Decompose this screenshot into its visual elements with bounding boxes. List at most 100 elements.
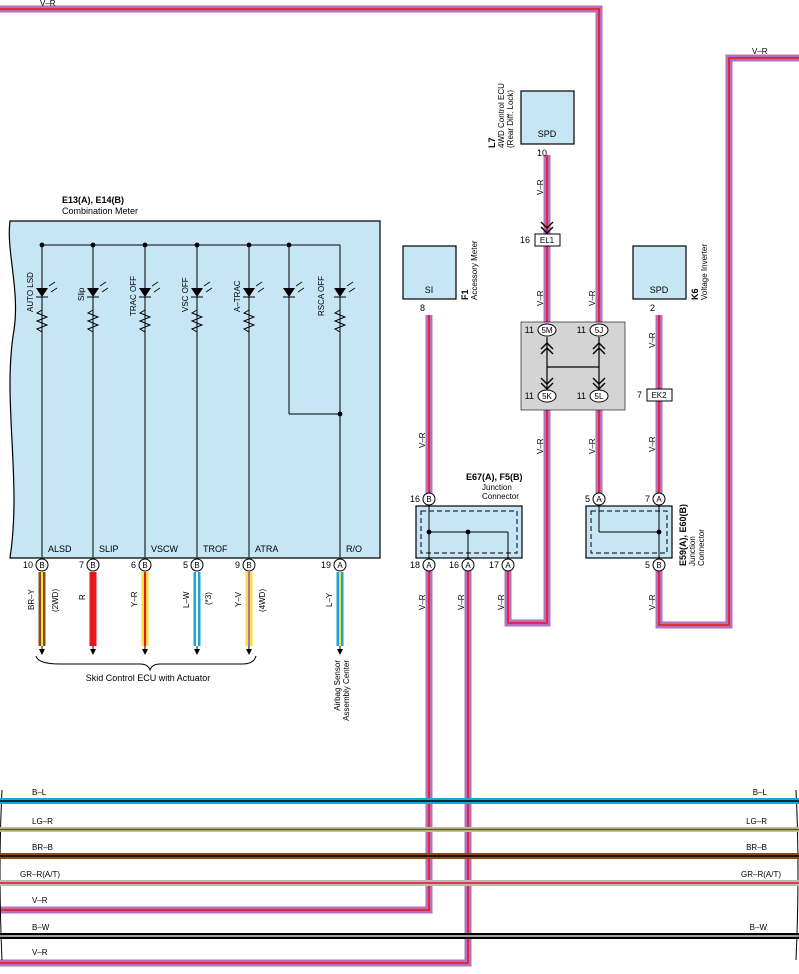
svg-text:17: 17: [489, 560, 499, 570]
svg-text:B: B: [90, 561, 95, 570]
svg-text:BR–B: BR–B: [32, 843, 53, 852]
lamp-slip: Slip: [77, 242, 109, 557]
svg-text:B–W: B–W: [750, 923, 768, 932]
meter-code: E13(A), E14(B): [62, 195, 124, 205]
svg-text:7: 7: [645, 494, 650, 504]
wire-label-right-vr: V–R: [752, 47, 768, 56]
bus-gr-r: GR–R(A/T) GR–R(A/T): [0, 870, 799, 886]
svg-text:11: 11: [577, 391, 586, 401]
wire-label-trof: L–W: [182, 591, 191, 608]
lamp-ro-line: [333, 245, 356, 557]
svg-text:11: 11: [577, 325, 586, 335]
svg-text:A: A: [656, 495, 662, 504]
wire-label-ro: L–Y: [325, 592, 334, 607]
junction-block: 5M 5J 5K 5L 11 11 11 11: [520, 321, 626, 411]
svg-text:5L: 5L: [595, 392, 604, 401]
ecu-4wd-sub: (Rear Diff. Lock): [506, 90, 515, 148]
output-label-slip: SLIP: [99, 544, 119, 554]
wire-label-slip: R: [78, 594, 87, 600]
svg-text:11: 11: [525, 325, 534, 335]
bus-lines: B–L B–L LG–R LG–R BR–B BR–B GR–R(A/T) GR…: [0, 788, 799, 961]
lamp-trac-off: TRAC OFF: [129, 242, 161, 557]
svg-text:LG–R: LG–R: [746, 817, 767, 826]
lamp-vsc-off: VSC OFF: [181, 242, 213, 557]
pin-slip: B 7: [79, 558, 100, 572]
svg-text:B–L: B–L: [753, 788, 768, 797]
svg-text:6: 6: [131, 560, 136, 570]
svg-text:7: 7: [637, 390, 642, 400]
wire-label-atra: Y–V: [234, 591, 243, 607]
svg-text:LG–R: LG–R: [32, 817, 53, 826]
combination-meter: E13(A), E14(B) Combination Meter AUTO LS…: [8, 195, 381, 559]
output-label-trof: TROF: [203, 544, 228, 554]
dest-airbag-2: Assembly Center: [342, 660, 351, 721]
svg-text:B: B: [194, 561, 199, 570]
svg-text:B: B: [656, 561, 661, 570]
wire-label-alsd: BR–Y: [27, 588, 36, 610]
junction-connector-left: B 16 A A A 18 16 17 E67(A), F5(B) Juncti…: [410, 472, 523, 572]
lamp-label-rsca-off: RSCA OFF: [317, 276, 326, 316]
wire-label-5k-vr: V–R: [536, 438, 545, 454]
wire-label-16-vr: V–R: [457, 594, 466, 610]
svg-text:18: 18: [410, 560, 420, 570]
output-label-alsd: ALSD: [48, 544, 72, 554]
pin-alsd: B 10: [23, 558, 49, 572]
connector-ek2: EK2 7: [637, 388, 673, 402]
svg-text:A: A: [426, 561, 432, 570]
svg-text:GR–R(A/T): GR–R(A/T): [20, 870, 60, 879]
svg-text:8: 8: [420, 303, 425, 313]
ecu-4wd-code: L7: [487, 137, 497, 148]
jc-right-name-2: Connector: [697, 529, 706, 566]
svg-text:B: B: [39, 561, 44, 570]
wire-label-top-vr: V–R: [40, 0, 56, 8]
wire-label-si-vr: V–R: [418, 432, 427, 448]
svg-text:7: 7: [79, 560, 84, 570]
jc-left-name-1: Junction: [482, 483, 512, 492]
accessory-meter-code: F1: [460, 289, 470, 300]
lamp-label-trac-off: TRAC OFF: [129, 276, 138, 316]
pin-atra: B 9: [235, 558, 256, 572]
wire-note-alsd: (2WD): [51, 589, 60, 612]
svg-text:A: A: [505, 561, 511, 570]
ecu-4wd-name: 4WD Control ECU: [497, 83, 506, 148]
lamp-label-slip: Slip: [77, 287, 86, 301]
lamp-label-a-trac: A–TRAC: [233, 280, 242, 312]
svg-text:SPD: SPD: [538, 129, 557, 139]
accessory-meter: SI 8 F1 Accessory Meter: [402, 240, 479, 313]
dest-skid-control-ecu: Skid Control ECU with Actuator: [86, 673, 211, 683]
svg-text:5: 5: [183, 560, 188, 570]
jc-right-name-1: Junction: [688, 536, 697, 566]
pin-vscw: B 6: [131, 558, 152, 572]
svg-text:5: 5: [645, 560, 650, 570]
svg-text:A: A: [465, 561, 471, 570]
svg-text:10: 10: [23, 560, 33, 570]
voltage-inverter: SPD 2 K6 Voltage Inverter: [632, 244, 709, 313]
svg-text:B–L: B–L: [32, 788, 47, 797]
svg-text:5K: 5K: [542, 392, 552, 401]
wire-label-vscw: Y–R: [130, 591, 139, 607]
wire-label-5j-vr: V–R: [588, 290, 597, 306]
lamp-label-auto-lsd: AUTO LSD: [26, 272, 35, 312]
svg-text:16: 16: [449, 560, 459, 570]
accessory-meter-name: Accessory Meter: [470, 240, 479, 300]
bus-v-r-2: V–R: [32, 948, 48, 957]
output-label-ro: R/O: [346, 544, 362, 554]
svg-text:19: 19: [321, 560, 331, 570]
svg-text:10: 10: [537, 148, 547, 158]
output-label-atra: ATRA: [255, 544, 278, 554]
pin-ro: A 19: [321, 558, 347, 572]
bus-b-w: B–W B–W: [0, 923, 799, 939]
lamp-a-trac: A–TRAC: [233, 242, 265, 557]
wire-label-inverter-vr: V–R: [648, 332, 657, 348]
wire-note-atra: (4WD): [258, 589, 267, 612]
svg-text:9: 9: [235, 560, 240, 570]
svg-text:B–W: B–W: [32, 923, 50, 932]
jc-left-name-2: Connector: [482, 492, 519, 501]
svg-text:16: 16: [520, 235, 530, 245]
junction-connector-right: A A B 5 7 5 E59(A), E60(B) Junction Conn…: [585, 492, 706, 572]
svg-text:2: 2: [650, 303, 655, 313]
jc-right-code: E59(A), E60(B): [678, 504, 688, 566]
wire-label-18-vr: V–R: [418, 594, 427, 610]
